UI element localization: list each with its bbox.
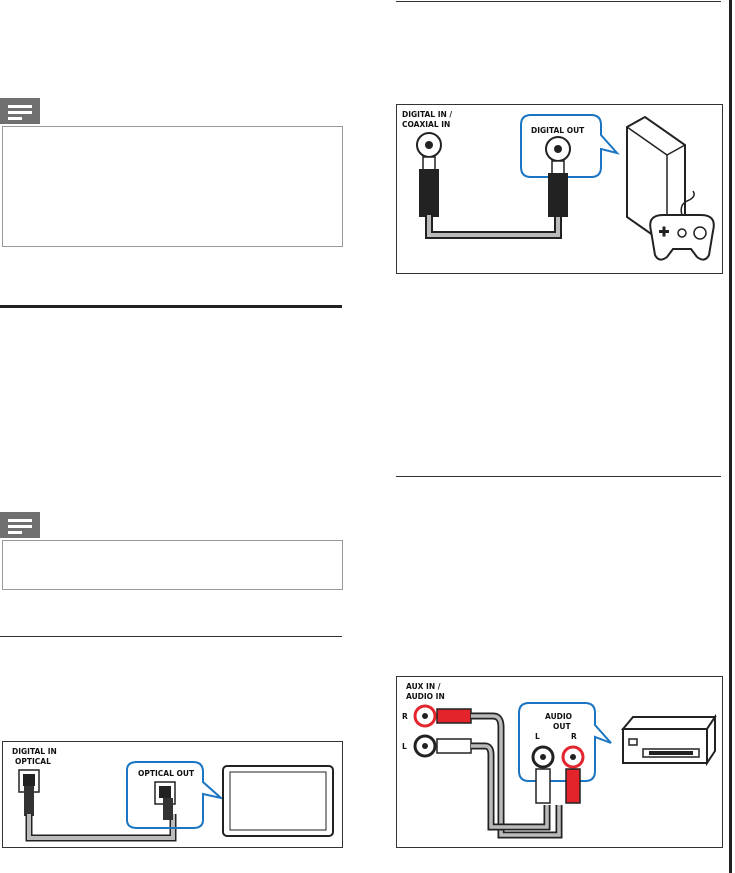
note-box [2, 126, 343, 247]
r-label: R [402, 712, 408, 721]
plug-collar [551, 160, 565, 176]
cable-core [27, 814, 175, 840]
subsection-rule [0, 636, 342, 637]
port-pin [554, 145, 562, 153]
cable [425, 215, 562, 239]
optical-label: OPTICAL [15, 757, 51, 766]
cable-core [427, 215, 560, 237]
out-l-label: L [535, 732, 540, 741]
dvd-player-icon [620, 716, 717, 730]
plug-red [565, 768, 581, 804]
plug-red [436, 708, 472, 724]
plug-collar [422, 156, 436, 172]
optical-out-label: OPTICAL OUT [138, 769, 195, 778]
aux-in-label: AUX IN / [406, 682, 441, 691]
plug-white [436, 738, 472, 754]
gamepad-cable [680, 190, 695, 216]
dvd-player-front [622, 728, 708, 764]
out-label: OUT [553, 722, 571, 731]
plug [24, 786, 34, 816]
page-edge-bar [729, 0, 732, 873]
subsection-rule [396, 476, 721, 477]
note-icon [0, 98, 40, 124]
section-rule [0, 305, 342, 308]
note-icon [0, 512, 40, 538]
out-r-label: R [571, 732, 577, 741]
plug-white [535, 768, 551, 804]
l-label: L [402, 742, 407, 751]
digital-out-label: DIGITAL OUT [531, 126, 585, 135]
plug [548, 173, 568, 217]
cable-core [471, 714, 561, 837]
analog-audio-diagram: AUX IN / AUDIO IN R L AUDIO OUT L R [396, 676, 723, 848]
cable-core [471, 744, 549, 829]
digital-in-label: DIGITAL IN / [402, 110, 452, 119]
coaxial-in-label: COAXIAL IN [402, 120, 450, 129]
game-console-diagram: DIGITAL IN / COAXIAL IN DIGITAL OUT [396, 104, 723, 274]
plug [419, 169, 439, 217]
port-socket [159, 786, 171, 798]
port-pin [425, 141, 433, 149]
plug [163, 798, 173, 820]
note-box [2, 540, 343, 590]
cable [25, 814, 177, 842]
audio-in-label: AUDIO IN [406, 692, 445, 701]
tv-optical-diagram: DIGITAL IN OPTICAL OPTICAL OUT [2, 741, 343, 848]
highlight-frame [518, 702, 612, 782]
subsection-rule [396, 1, 721, 2]
highlight-frame [520, 114, 620, 178]
tv-screen [229, 771, 327, 831]
highlight-frame [126, 761, 225, 829]
digital-in-label: DIGITAL IN [12, 747, 57, 756]
port-socket [23, 774, 35, 786]
audio-out-label: AUDIO [545, 712, 572, 721]
